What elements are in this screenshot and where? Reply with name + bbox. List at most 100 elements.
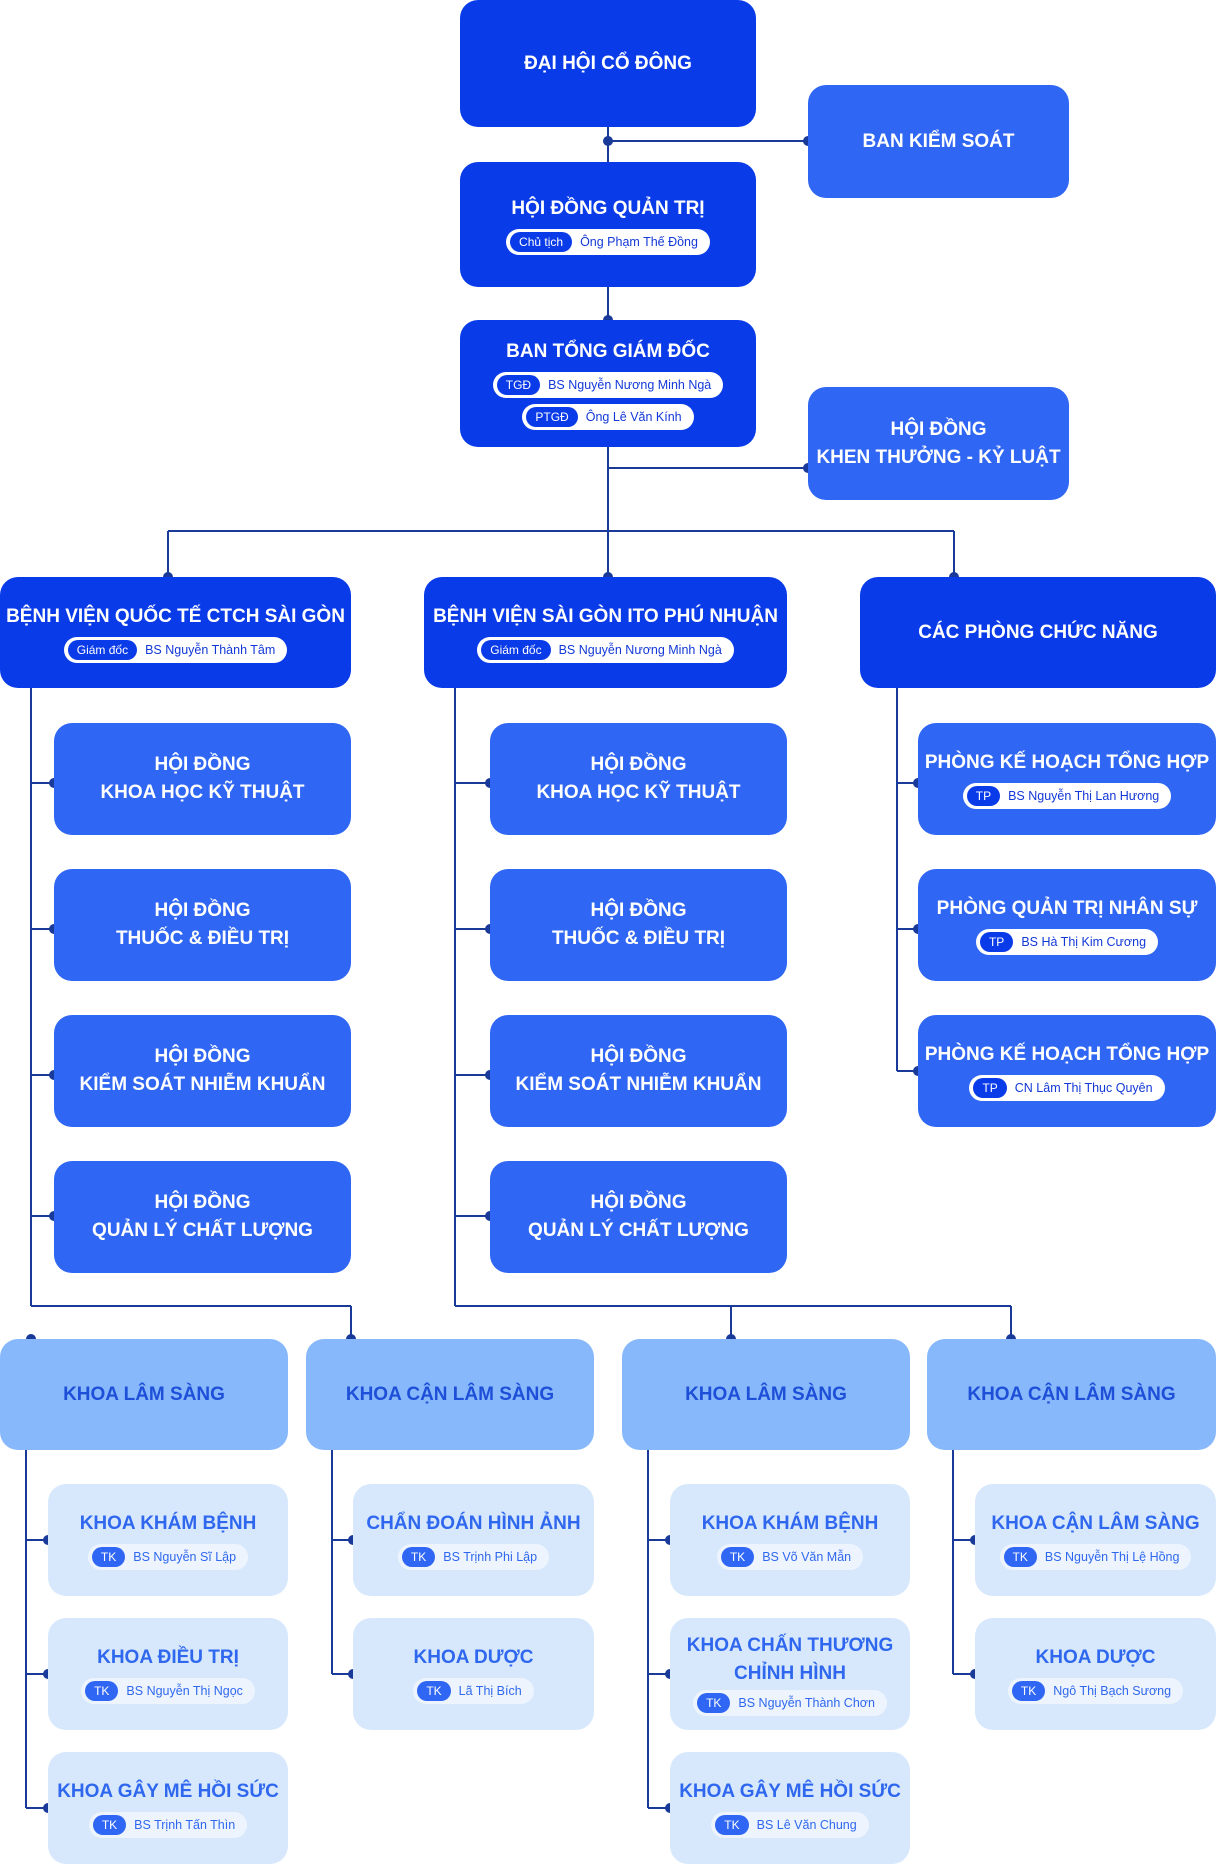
head-pill: TK BS Trịnh Tấn Thìn bbox=[88, 1812, 248, 1838]
person-name: BS Nguyễn Thành Tâm bbox=[145, 642, 276, 657]
person-name: CN Lâm Thị Thục Quyên bbox=[1014, 1081, 1153, 1095]
role-badge: TK bbox=[92, 1815, 127, 1835]
head-pill: TK BS Trịnh Phi Lập bbox=[397, 1544, 550, 1570]
role-badge: TP bbox=[966, 786, 1001, 806]
council-line1: HỘI ĐỒNG bbox=[590, 754, 687, 775]
dai-hoi-co-dong-box: ĐẠI HỘI CỔ ĐÔNG bbox=[460, 0, 756, 127]
h2-council-infection: HỘI ĐỒNG KIỂM SOÁT NHIỄM KHUẨN bbox=[490, 1015, 787, 1127]
role-badge: TK bbox=[720, 1547, 755, 1567]
director-pill: Giám đốc BS Nguyễn Thành Tâm bbox=[63, 636, 288, 663]
h1-council-infection: HỘI ĐỒNG KIỂM SOÁT NHIỄM KHUẨN bbox=[54, 1015, 351, 1127]
unit-title: CHẨN ĐOÁN HÌNH ẢNH bbox=[366, 1513, 581, 1534]
role-badge: Giám đốc bbox=[67, 639, 138, 660]
director-pill: Giám đốc BS Nguyễn Nương Minh Ngà bbox=[477, 636, 734, 663]
h2-clinical-box: KHOA LÂM SÀNG bbox=[622, 1339, 910, 1450]
person-name: BS Trịnh Tấn Thìn bbox=[134, 1818, 236, 1832]
council-line1: HỘI ĐỒNG bbox=[154, 1046, 251, 1067]
role-badge: TK bbox=[85, 1681, 119, 1701]
khen-thuong-line2: KHEN THƯỞNG - KỶ LUẬT bbox=[816, 446, 1061, 468]
role-badge: TK bbox=[91, 1547, 126, 1567]
dept-title: PHÒNG KẾ HOẠCH TỔNG HỢP bbox=[924, 1044, 1210, 1065]
council-line2: KIỂM SOÁT NHIỄM KHUẨN bbox=[515, 1074, 762, 1095]
head-pill: TK BS Nguyễn Sĩ Lập bbox=[87, 1544, 249, 1570]
h1-khoa-dieu-tri: KHOA ĐIỀU TRỊ TK BS Nguyễn Thị Ngọc bbox=[48, 1618, 288, 1730]
head-pill: TK BS Nguyễn Thành Chơn bbox=[693, 1690, 887, 1716]
hoi-dong-quan-tri-title: HỘI ĐỒNG QUẢN TRỊ bbox=[511, 197, 705, 219]
dai-hoi-co-dong-title: ĐẠI HỘI CỔ ĐÔNG bbox=[524, 52, 692, 74]
khen-thuong-ky-luat-box: HỘI ĐỒNG KHEN THƯỞNG - KỶ LUẬT bbox=[808, 387, 1069, 500]
unit-title: KHOA KHÁM BỆNH bbox=[701, 1513, 879, 1534]
h1-council-science: HỘI ĐỒNG KHOA HỌC KỸ THUẬT bbox=[54, 723, 351, 835]
person-name: BS Nguyễn Nương Minh Ngà bbox=[558, 642, 722, 657]
role-badge: TK bbox=[417, 1681, 451, 1701]
role-badge: TK bbox=[697, 1693, 731, 1713]
person-name: BS Nguyễn Thành Chơn bbox=[738, 1696, 875, 1710]
council-line1: HỘI ĐỒNG bbox=[590, 1046, 687, 1067]
person-name: BS Võ Văn Mẫn bbox=[762, 1550, 852, 1564]
head-pill: TK Ngô Thị Bạch Sương bbox=[1007, 1678, 1184, 1704]
council-line1: HỘI ĐỒNG bbox=[154, 754, 251, 775]
role-badge: TK bbox=[715, 1815, 749, 1835]
h1-council-drugs: HỘI ĐỒNG THUỐC & ĐIỀU TRỊ bbox=[54, 869, 351, 981]
h2-khoa-chan-thuong: KHOA CHẤN THƯƠNG CHỈNH HÌNH TK BS Nguyễn… bbox=[670, 1618, 910, 1730]
dept-ke-hoach-2: PHÒNG KẾ HOẠCH TỔNG HỢP TP CN Lâm Thị Th… bbox=[918, 1015, 1216, 1127]
dept-title: PHÒNG KẾ HOẠCH TỔNG HỢP bbox=[924, 752, 1210, 773]
clinical-title: KHOA LÂM SÀNG bbox=[63, 1383, 225, 1405]
person-name: BS Trịnh Phi Lập bbox=[443, 1550, 538, 1564]
hospital1-title: BỆNH VIỆN QUỐC TẾ CTCH SÀI GÒN bbox=[6, 605, 345, 627]
role-badge: TGĐ bbox=[496, 374, 541, 395]
person-name: BS Nguyễn Thị Lan Hương bbox=[1008, 789, 1160, 803]
role-badge: TP bbox=[979, 932, 1014, 952]
role-badge: PTGĐ bbox=[526, 406, 578, 427]
clinical-title: KHOA LÂM SÀNG bbox=[685, 1383, 847, 1405]
unit-title-line2: CHỈNH HÌNH bbox=[734, 1663, 846, 1684]
unit-title: KHOA GÂY MÊ HỒI SỨC bbox=[57, 1781, 279, 1802]
head-pill: TK BS Nguyễn Thị Lệ Hồng bbox=[999, 1544, 1192, 1570]
council-line2: KIỂM SOÁT NHIỄM KHUẨN bbox=[79, 1074, 326, 1095]
h2-khoa-duoc: KHOA DƯỢC TK Ngô Thị Bạch Sương bbox=[975, 1618, 1216, 1730]
ban-tong-giam-doc-box: BAN TỔNG GIÁM ĐỐC TGĐ BS Nguyễn Nương Mi… bbox=[460, 320, 756, 447]
council-line2: QUẢN LÝ CHẤT LƯỢNG bbox=[92, 1220, 313, 1241]
head-pill: TK BS Võ Văn Mẫn bbox=[716, 1544, 864, 1570]
role-badge: TK bbox=[1011, 1681, 1046, 1701]
head-pill: TP BS Nguyễn Thị Lan Hương bbox=[962, 783, 1172, 809]
dept-title: PHÒNG QUẢN TRỊ NHÂN SỰ bbox=[936, 898, 1198, 919]
h1-chan-doan-hinh-anh: CHẨN ĐOÁN HÌNH ẢNH TK BS Trịnh Phi Lập bbox=[353, 1484, 594, 1596]
person-name: BS Hà Thị Kim Cương bbox=[1021, 935, 1147, 949]
person-name: BS Nguyễn Thị Ngọc bbox=[126, 1684, 243, 1698]
ban-kiem-soat-title: BAN KIỂM SOÁT bbox=[862, 130, 1015, 152]
person-name: BS Lê Văn Chung bbox=[756, 1818, 857, 1832]
council-line2: THUỐC & ĐIỀU TRỊ bbox=[551, 928, 726, 949]
h1-clinical-box: KHOA LÂM SÀNG bbox=[0, 1339, 288, 1450]
h1-khoa-kham-benh: KHOA KHÁM BỆNH TK BS Nguyễn Sĩ Lập bbox=[48, 1484, 288, 1596]
h2-khoa-kham-benh: KHOA KHÁM BỆNH TK BS Võ Văn Mẫn bbox=[670, 1484, 910, 1596]
person-name: Ngô Thị Bạch Sương bbox=[1053, 1684, 1172, 1698]
h2-khoa-can-lam-sang: KHOA CẬN LÂM SÀNG TK BS Nguyễn Thị Lệ Hồ… bbox=[975, 1484, 1216, 1596]
h2-khoa-gay-me: KHOA GÂY MÊ HỒI SỨC TK BS Lê Văn Chung bbox=[670, 1752, 910, 1864]
hospital1-box: BỆNH VIỆN QUỐC TẾ CTCH SÀI GÒN Giám đốc … bbox=[0, 577, 351, 688]
paraclinical-title: KHOA CẬN LÂM SÀNG bbox=[967, 1383, 1176, 1405]
ceo-pill: TGĐ BS Nguyễn Nương Minh Ngà bbox=[492, 371, 724, 398]
ban-tong-giam-doc-title: BAN TỔNG GIÁM ĐỐC bbox=[506, 340, 710, 362]
head-pill: TK BS Lê Văn Chung bbox=[711, 1812, 869, 1838]
dept-ke-hoach-1: PHÒNG KẾ HOẠCH TỔNG HỢP TP BS Nguyễn Thị… bbox=[918, 723, 1216, 835]
role-badge: TK bbox=[1003, 1547, 1037, 1567]
dept-nhan-su: PHÒNG QUẢN TRỊ NHÂN SỰ TP BS Hà Thị Kim … bbox=[918, 869, 1216, 981]
departments-box: CÁC PHÒNG CHỨC NĂNG bbox=[860, 577, 1216, 688]
hospital2-title: BỆNH VIỆN SÀI GÒN ITO PHÚ NHUẬN bbox=[433, 605, 778, 627]
h2-paraclinical-box: KHOA CẬN LÂM SÀNG bbox=[927, 1339, 1216, 1450]
council-line2: KHOA HỌC KỸ THUẬT bbox=[536, 782, 741, 803]
role-badge: Chủ tịch bbox=[510, 231, 573, 252]
council-line1: HỘI ĐỒNG bbox=[154, 1192, 251, 1213]
role-badge: TK bbox=[401, 1547, 436, 1567]
h2-council-drugs: HỘI ĐỒNG THUỐC & ĐIỀU TRỊ bbox=[490, 869, 787, 981]
person-name: Lã Thị Bích bbox=[458, 1684, 522, 1698]
paraclinical-title: KHOA CẬN LÂM SÀNG bbox=[345, 1383, 555, 1405]
person-name: BS Nguyễn Nương Minh Ngà bbox=[548, 377, 712, 392]
council-line1: HỘI ĐỒNG bbox=[590, 1192, 687, 1213]
person-name: BS Nguyễn Sĩ Lập bbox=[133, 1550, 237, 1564]
ban-kiem-soat-box: BAN KIỂM SOÁT bbox=[808, 85, 1069, 198]
unit-title: KHOA DƯỢC bbox=[1035, 1647, 1156, 1668]
unit-title: KHOA DƯỢC bbox=[413, 1647, 534, 1668]
h2-council-quality: HỘI ĐỒNG QUẢN LÝ CHẤT LƯỢNG bbox=[490, 1161, 787, 1273]
